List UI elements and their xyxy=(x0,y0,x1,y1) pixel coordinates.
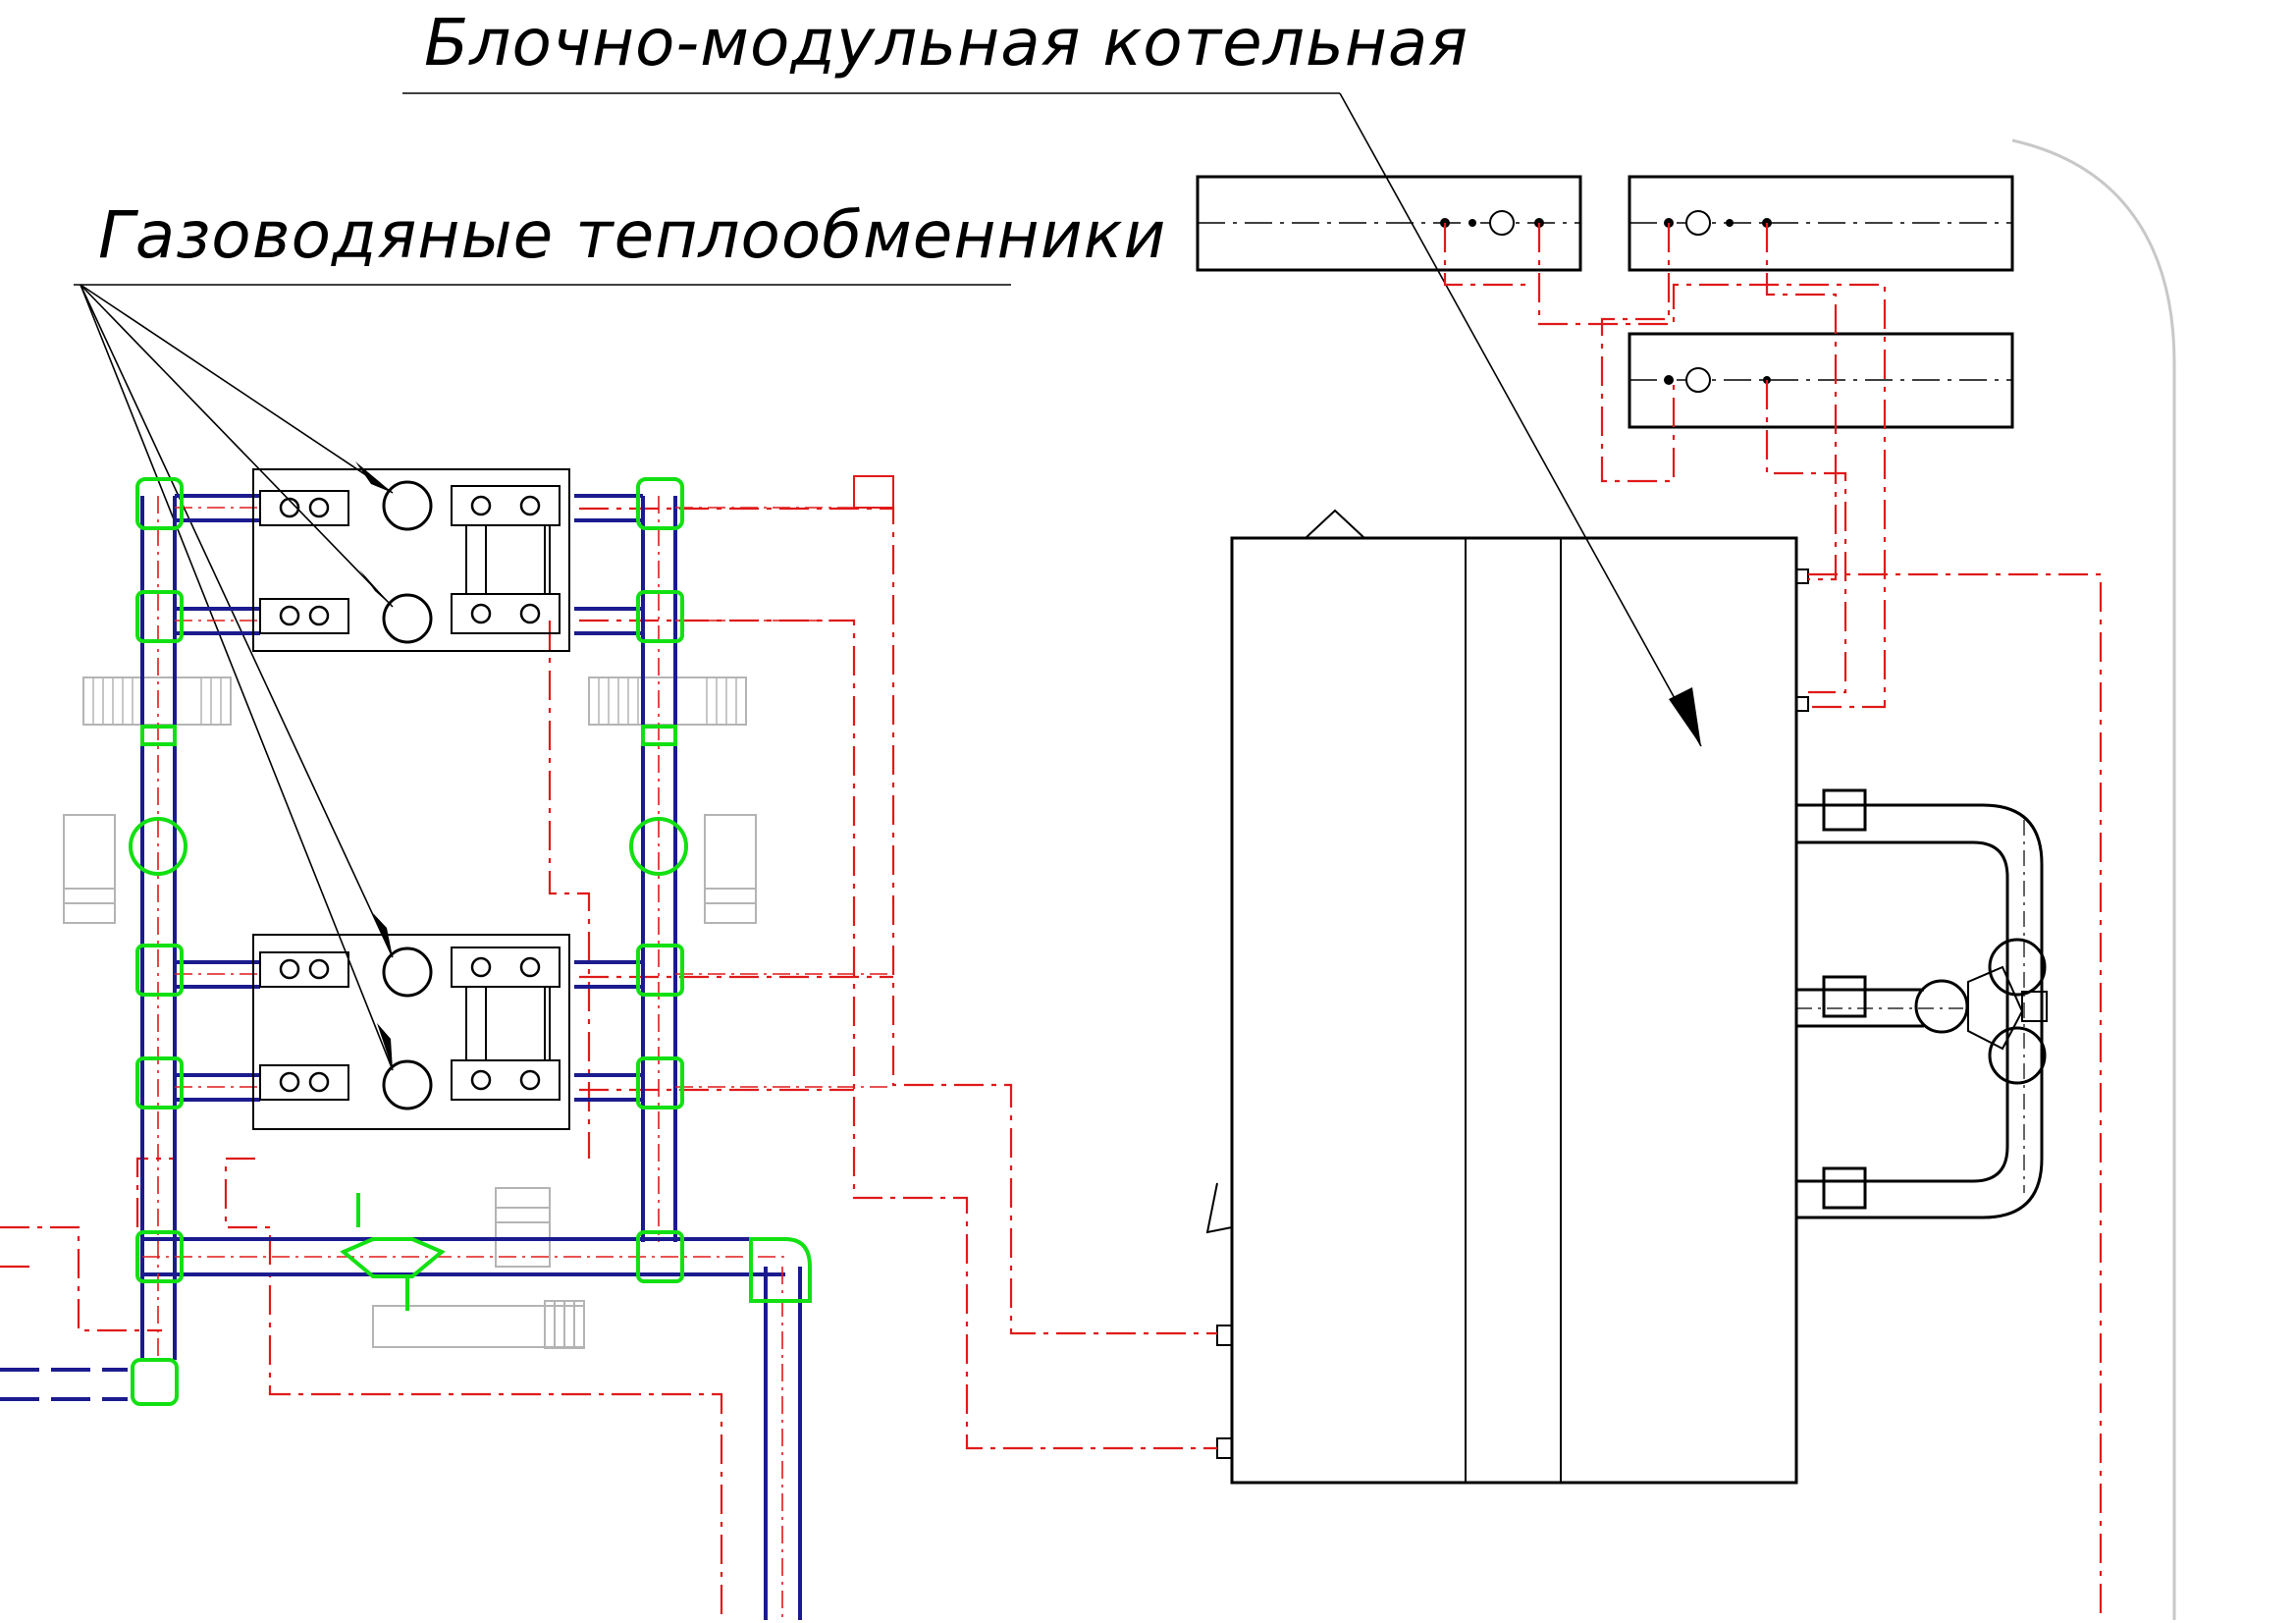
heat-exchanger-units xyxy=(252,468,570,1130)
faint-equipment xyxy=(63,676,757,1349)
boiler-house-block xyxy=(1205,509,1809,1485)
supply-lines xyxy=(0,223,2103,1620)
heat-exchangers-label-text: Газоводяные теплообменники xyxy=(98,197,1166,273)
boiler-house-outline xyxy=(1230,536,1798,1485)
heat-exchangers-leader-arrowheads xyxy=(355,461,393,1070)
boiler-house-leader-line xyxy=(1339,92,1702,747)
boiler-house-label: Блочно-модульная котельная xyxy=(402,5,1702,747)
building-wall-outline xyxy=(2011,138,2176,1620)
heat-exchangers-leader-lines xyxy=(80,284,394,1071)
boiler-house-label-text: Блочно-модульная котельная xyxy=(424,5,1468,81)
right-pump-group xyxy=(1796,788,2048,1219)
top-equipment-units xyxy=(1196,175,2014,429)
boiler-house-leader-arrowhead xyxy=(1669,687,1701,746)
pipe-fittings xyxy=(129,477,812,1406)
heat-exchangers-label: Газоводяные теплообменники xyxy=(74,197,1166,1071)
left-manifold xyxy=(0,468,893,1620)
